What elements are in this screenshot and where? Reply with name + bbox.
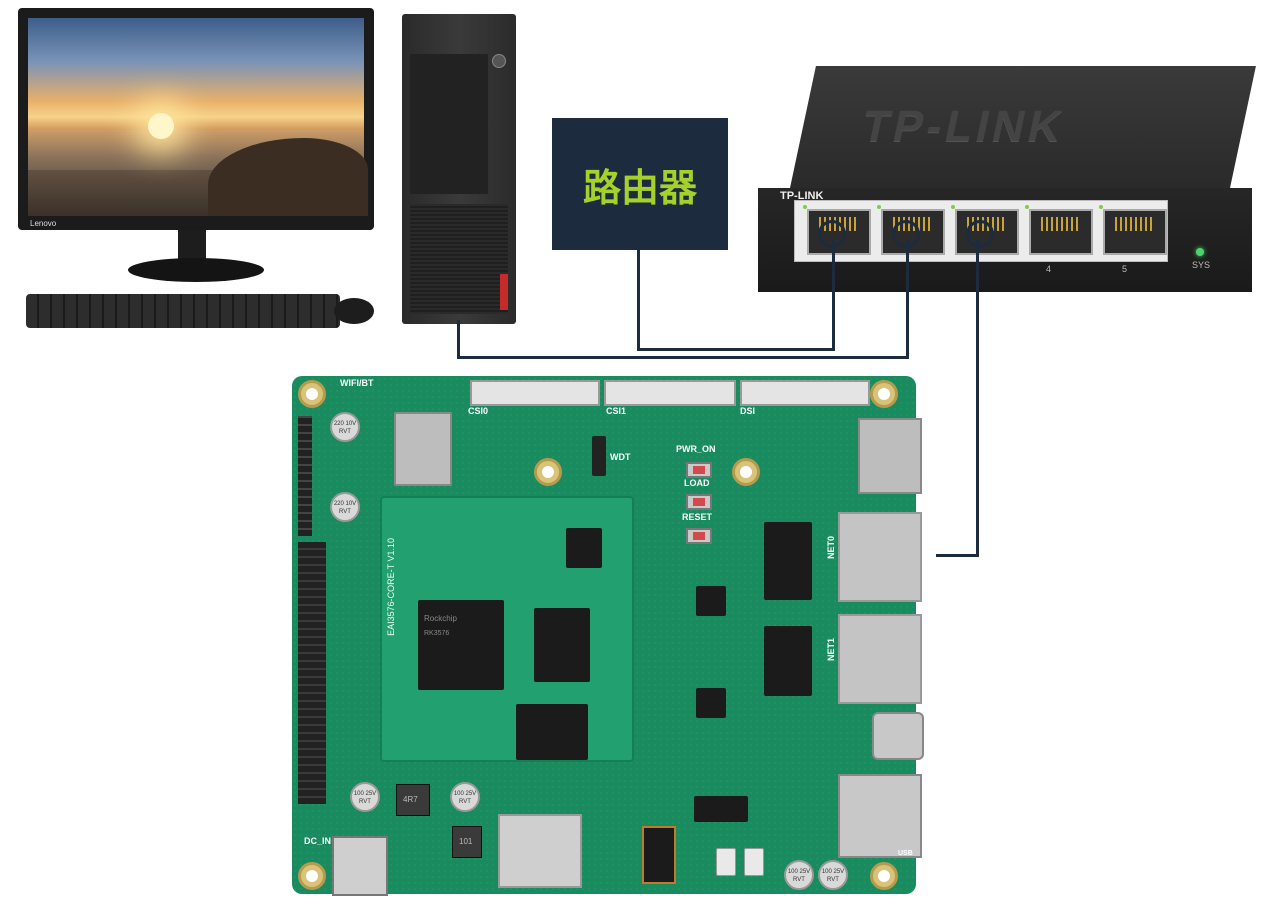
dsi-label: DSI — [740, 406, 756, 416]
csi1-connector — [604, 380, 736, 406]
capacitor-100-left: 100 25V RVT — [350, 782, 380, 812]
switch-port-panel — [794, 200, 1168, 262]
router-label: 路由器 — [582, 165, 697, 210]
sys-label: SYS — [1192, 260, 1211, 270]
ethernet-phy-2 — [696, 688, 726, 718]
csi0-connector — [470, 380, 600, 406]
usb3-port — [838, 774, 922, 858]
som-label: EAI3576-CORE-T V1.10 — [386, 538, 396, 636]
desktop-tower — [402, 14, 516, 324]
power-button-icon — [492, 54, 506, 68]
wire-switch-port3 — [976, 240, 979, 557]
inductor-101: 101 — [452, 826, 482, 858]
monitor-stand-neck — [178, 230, 206, 260]
monitor-screen — [28, 18, 368, 216]
wire-router-vertical — [637, 250, 640, 350]
ethernet-phy-1 — [696, 586, 726, 616]
wire-board-net0 — [936, 554, 979, 557]
monitor: Lenovo — [18, 8, 374, 230]
load-button[interactable] — [686, 494, 712, 510]
switch-brand-top: TP-LINK — [857, 102, 1070, 151]
csi0-label: CSI0 — [468, 406, 489, 416]
hdmi-port — [858, 418, 922, 494]
wdt-switch[interactable] — [592, 436, 606, 476]
soc-chip: Rockchip RK3576 — [418, 600, 504, 690]
capacitor-220-top: 220 10V RVT — [330, 412, 360, 442]
net1-transformer — [764, 626, 812, 696]
wdt-label: WDT — [610, 452, 631, 462]
usb-label: USB — [898, 850, 913, 857]
ram-chip-2 — [516, 704, 588, 760]
cable-plug-3 — [966, 220, 994, 248]
dev-board: WIFI/BT CSI0 CSI1 DSI 220 10V RVT 220 10… — [292, 376, 924, 896]
audio-jack — [642, 826, 676, 884]
ram-chip-1 — [534, 608, 590, 682]
wire-pc-vertical — [457, 320, 460, 358]
monitor-stand-base — [128, 258, 264, 282]
connector-j5 — [744, 848, 764, 876]
pwr-on-label: PWR_ON — [676, 444, 716, 454]
csi1-label: CSI1 — [606, 406, 627, 416]
lenovo-logo — [500, 274, 508, 310]
reset-label: RESET — [682, 512, 713, 522]
pin-header-main — [298, 542, 326, 804]
reset-button[interactable] — [686, 528, 712, 544]
router-box: 路由器 — [552, 118, 728, 250]
sd-card-slot — [498, 814, 582, 888]
load-label: LOAD — [684, 478, 710, 488]
capacitor-100-right-1: 100 25V RVT — [784, 860, 814, 890]
inductor-4r7: 4R7 — [396, 784, 430, 816]
dc-in-label: DC_IN — [304, 836, 332, 846]
usb-c-port — [872, 712, 924, 760]
wire-switch-port2 — [906, 240, 909, 359]
wifi-module — [394, 412, 452, 486]
pwr-on-button[interactable] — [686, 462, 712, 478]
port-number-4: 4 — [1046, 264, 1052, 274]
port-number-5: 5 — [1122, 264, 1128, 274]
ethernet-port-net0 — [838, 512, 922, 602]
wire-switch-port1 — [832, 240, 835, 351]
capacitor-100-right-2: 100 25V RVT — [818, 860, 848, 890]
dc-in-jack — [332, 836, 388, 896]
switch-top: TP-LINK — [790, 66, 1256, 188]
soc-brand: Rockchip — [424, 614, 457, 623]
net0-label: NET0 — [826, 536, 836, 560]
capacitor-100-mid: 100 25V RVT — [450, 782, 480, 812]
dsi-connector — [740, 380, 870, 406]
switch-port-5 — [1103, 209, 1167, 255]
pin-header-top — [298, 416, 312, 536]
soc-model: RK3576 — [424, 630, 450, 637]
keyboard — [26, 294, 340, 328]
net0-transformer — [764, 522, 812, 600]
ethernet-port-net1 — [838, 614, 922, 704]
network-switch: TP-LINK 4 5 SYS — [758, 188, 1252, 292]
connector-j7 — [716, 848, 736, 876]
switch-brand-front: TP-LINK — [780, 190, 824, 202]
pmic-chip — [566, 528, 602, 568]
wire-router-horizontal — [637, 348, 834, 351]
sys-led-icon — [1196, 248, 1204, 256]
wifi-bt-label: WIFI/BT — [340, 378, 374, 388]
audio-codec-chip — [694, 796, 748, 822]
net1-label: NET1 — [826, 638, 836, 662]
capacitor-220-bottom: 220 10V RVT — [330, 492, 360, 522]
monitor-brand: Lenovo — [30, 219, 57, 228]
mouse — [334, 298, 374, 324]
switch-port-4 — [1029, 209, 1093, 255]
wire-pc-horizontal — [457, 356, 908, 359]
core-module: EAI3576-CORE-T V1.10 Rockchip RK3576 — [380, 496, 634, 762]
